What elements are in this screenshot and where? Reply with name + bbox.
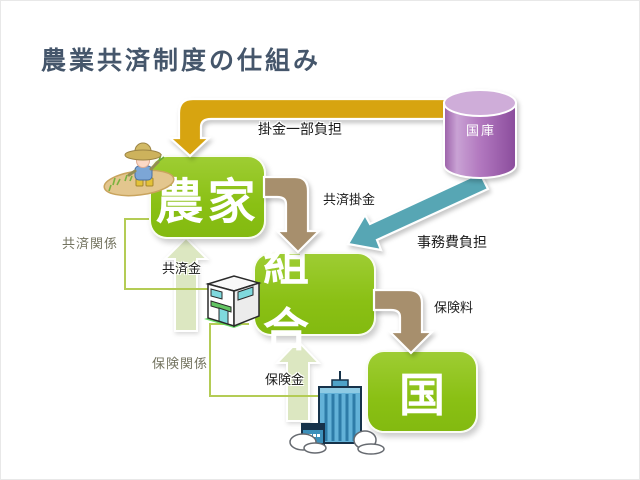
mutual-relation-label: 共済関係 — [62, 237, 119, 252]
insurance-premium-arrow — [372, 288, 435, 355]
mutual-benefit-arrow — [162, 236, 210, 332]
node-union-label: 組合 — [263, 237, 319, 357]
node-government: 国 — [366, 350, 478, 433]
insurance-relation-label: 保険関係 — [152, 357, 209, 372]
node-farmer: 農家 — [149, 155, 266, 239]
mutual-benefit-label: 共済金 — [162, 262, 202, 277]
node-farmer-label: 農家 — [155, 174, 260, 230]
node-treasury-label: 国庫 — [465, 124, 496, 139]
insurance-benefit-label: 保険金 — [265, 373, 305, 388]
slide-title: 農業共済制度の仕組み — [41, 46, 322, 75]
node-union: 組合 — [253, 237, 376, 357]
mutual-premium-label: 共済掛金 — [323, 193, 376, 208]
node-government-label: 国 — [399, 367, 445, 422]
insurance-premium-label: 保険料 — [434, 301, 474, 316]
admin-cost-label: 事務費負担 — [417, 235, 487, 251]
premium-subsidy-label: 掛金一部負担 — [258, 122, 342, 138]
union-building-icon — [204, 275, 262, 328]
